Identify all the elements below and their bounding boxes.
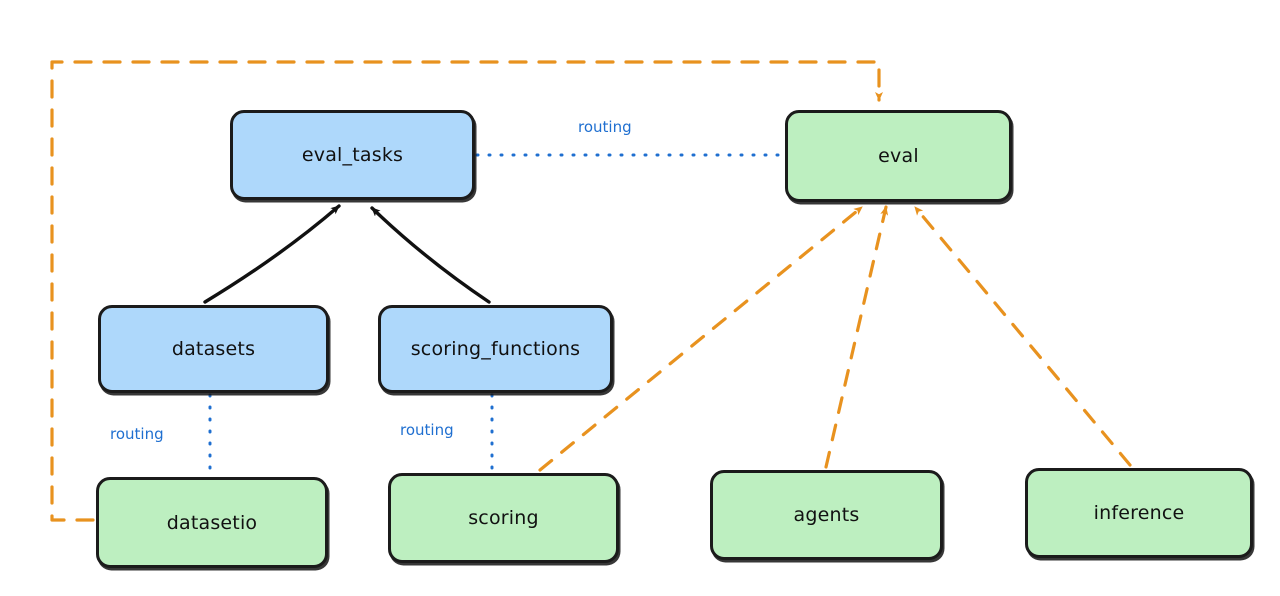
edge-label-routing-datasets-datasetio: routing	[110, 425, 164, 443]
edge-datasetio-eval	[50, 60, 883, 522]
edge-label-routing-scoring-functions-scoring: routing	[400, 421, 454, 439]
edge-datasets-eval-tasks	[203, 204, 341, 304]
edge-scoring-functions-eval-tasks	[370, 206, 491, 304]
edge-agents-eval	[824, 205, 889, 469]
node-label: scoring	[468, 507, 539, 529]
edge-inference-eval	[913, 205, 1132, 467]
node-label: eval_tasks	[301, 144, 404, 166]
node-label: scoring_functions	[410, 338, 581, 360]
node-label: datasets	[171, 338, 256, 360]
edge-label-routing-eval-tasks-eval: routing	[578, 118, 632, 136]
node-eval-tasks[interactable]: eval_tasks	[230, 110, 475, 200]
node-datasets[interactable]: datasets	[98, 305, 329, 393]
node-label: datasetio	[166, 511, 258, 534]
node-agents[interactable]: agents	[710, 470, 943, 560]
node-eval[interactable]: eval	[785, 110, 1012, 202]
node-inference[interactable]: inference	[1025, 468, 1253, 558]
node-scoring-functions[interactable]: scoring_functions	[378, 305, 613, 393]
node-label: agents	[793, 504, 860, 526]
node-label: eval	[878, 145, 919, 167]
edge-scoring-eval	[538, 205, 864, 472]
node-datasetio[interactable]: datasetio	[96, 477, 328, 568]
node-scoring[interactable]: scoring	[388, 473, 619, 563]
node-label: inference	[1093, 502, 1185, 524]
